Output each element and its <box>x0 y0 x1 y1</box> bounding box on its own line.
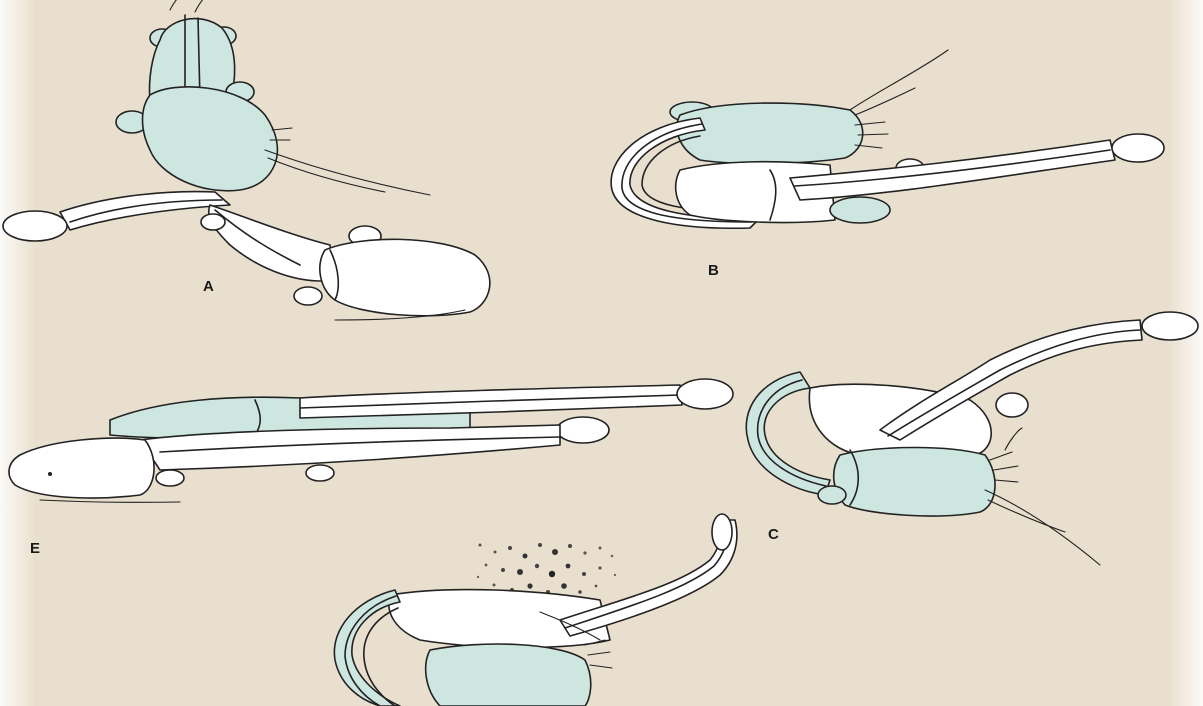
panel-label-e: E <box>30 540 40 557</box>
panel-label-a: A <box>203 278 214 295</box>
panel-label-c: C <box>768 526 779 543</box>
panel-label-b: B <box>708 262 719 279</box>
